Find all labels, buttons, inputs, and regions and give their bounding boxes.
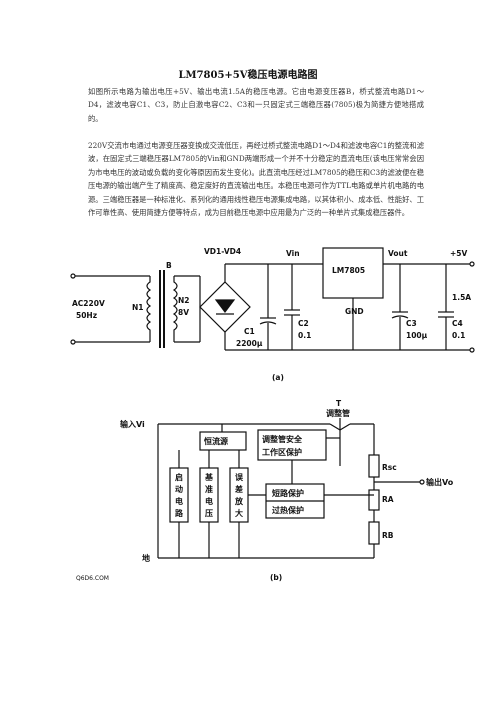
bridge-label: VD1-VD4 (204, 247, 241, 256)
protection2-line1: 短路保护 (272, 488, 304, 498)
protection1-line1: 调整管安全 (262, 434, 303, 444)
figure-a-caption: (a) (272, 373, 284, 382)
amplifier-char-1: 误 (235, 473, 244, 482)
paragraph-description: 220V交流市电通过电源变压器变换成交流低压，再经过桥式整流电路D1～D4和滤波… (88, 141, 424, 218)
c3-value-label: 100μ (406, 331, 428, 340)
reference-char-4: 压 (205, 509, 213, 518)
vout-label: Vout (388, 249, 408, 258)
output-current-label: 1.5A (452, 293, 471, 302)
startup-char-4: 路 (175, 508, 184, 518)
amplifier-char-3: 放 (234, 496, 244, 506)
c1-label: C1 (244, 327, 255, 336)
document-title: LM7805+5V稳压电源电路图 (178, 70, 318, 81)
protection2-line2: 过热保护 (272, 505, 304, 515)
figure-b-caption: (b) (270, 573, 282, 582)
secondary-voltage-label: 8V (178, 308, 189, 317)
rb-label: RB (382, 531, 394, 540)
reference-char-1: 基 (204, 472, 214, 482)
reference-char-3: 电 (205, 496, 213, 506)
current-source-label: 恒流源 (204, 436, 228, 446)
primary-coil-label: N1 (132, 303, 144, 312)
reference-char-2: 准 (205, 484, 213, 494)
circuit-b (157, 418, 425, 559)
protection1-line2: 工作区保护 (262, 447, 302, 457)
c2-value-label: 0.1 (298, 331, 311, 340)
watermark-text: Q6D6.COM (76, 575, 109, 582)
c2-label: C2 (298, 319, 309, 328)
ac-input-voltage-label: AC220V (72, 299, 105, 308)
output-vo-label: 输出Vo (426, 477, 454, 487)
c4-value-label: 0.1 (452, 331, 465, 340)
ground-label: 地 (142, 553, 150, 563)
ra-label: RA (382, 495, 394, 504)
regulator-label: LM7805 (332, 266, 365, 275)
startup-char-1: 启 (175, 472, 183, 482)
c4-label: C4 (452, 319, 463, 328)
output-voltage-label: +5V (450, 249, 468, 258)
c3-label: C3 (406, 319, 417, 328)
rsc-label: Rsc (382, 463, 397, 472)
c1-value-label: 2200μ (236, 339, 263, 348)
gnd-label: GND (345, 307, 364, 316)
startup-char-2: 动 (175, 484, 183, 494)
transformer-label: B (166, 261, 172, 270)
transistor-t-label: T (336, 399, 342, 408)
secondary-coil-label: N2 (178, 296, 190, 305)
paragraph-intro: 如图所示电路为输出电压+5V、输出电流1.5A的稳压电源。它由电源变压器B，桥式… (88, 87, 424, 123)
ac-input-frequency-label: 50Hz (76, 311, 97, 320)
input-vi-label: 输入Vi (120, 419, 145, 429)
amplifier-char-2: 差 (234, 484, 243, 494)
transistor-function-label: 调整管 (326, 408, 350, 418)
amplifier-char-4: 大 (235, 508, 243, 518)
vin-label: Vin (286, 249, 300, 258)
circuit-a (70, 247, 475, 353)
startup-char-3: 电 (175, 496, 183, 506)
